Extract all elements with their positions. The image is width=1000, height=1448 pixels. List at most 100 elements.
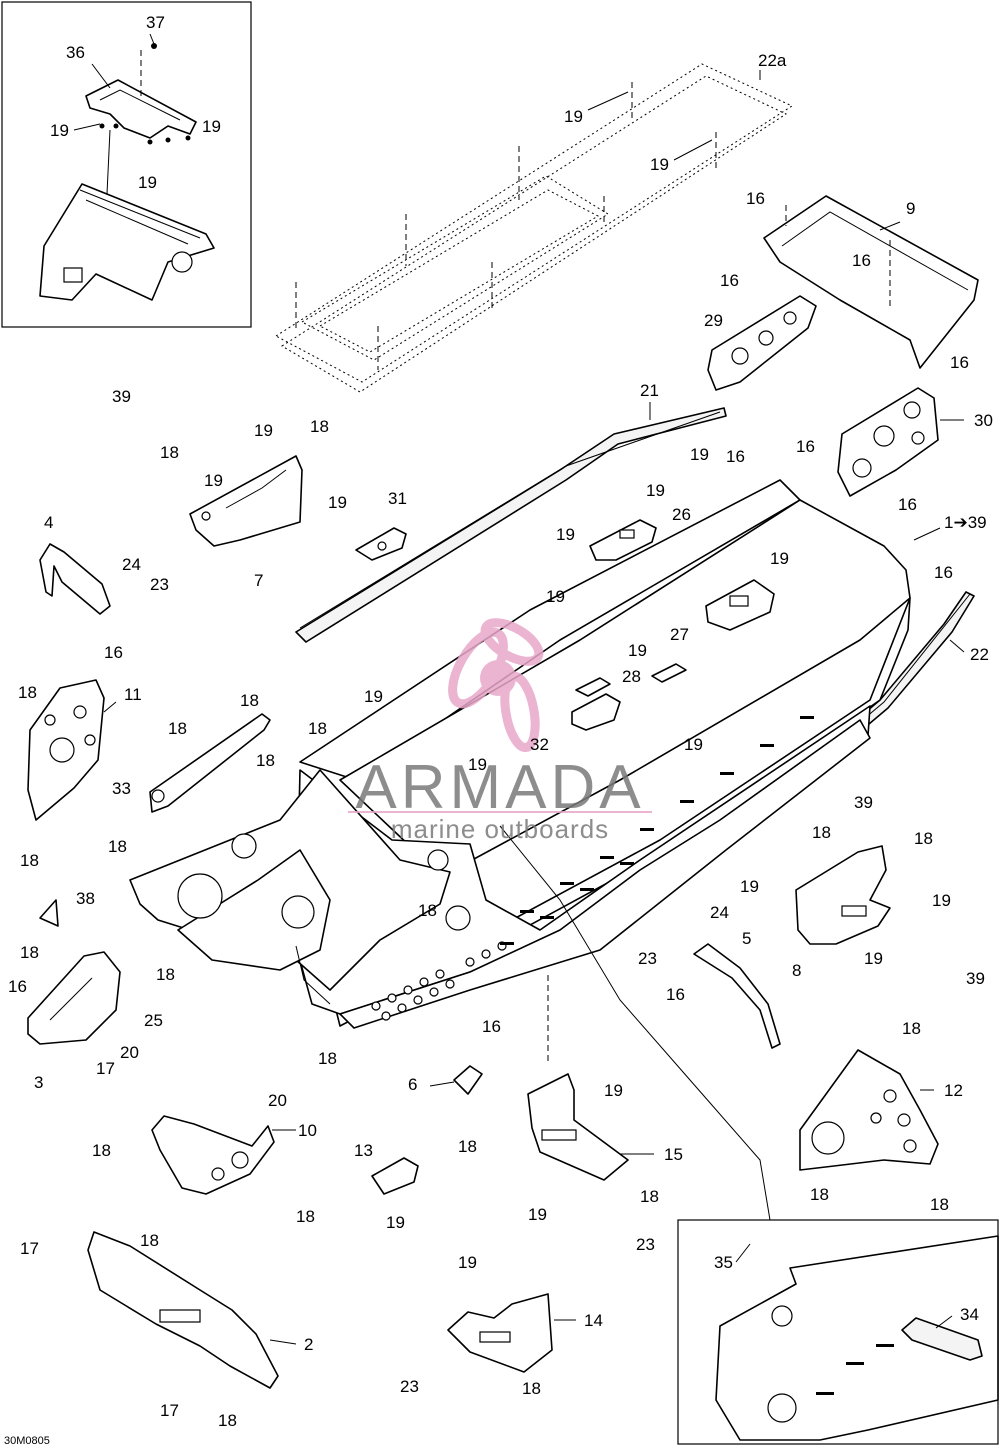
callout-19: 19: [138, 173, 157, 192]
callout-39: 39: [112, 387, 131, 406]
callout-18: 18: [92, 1141, 111, 1160]
callout-20: 20: [268, 1091, 287, 1110]
callout-29: 29: [704, 311, 723, 330]
callout-17: 17: [20, 1239, 39, 1258]
footrest-holes: [371, 941, 507, 1021]
plate-13: [371, 1157, 419, 1195]
callout-18: 18: [318, 1049, 337, 1068]
callout-16: 16: [8, 977, 27, 996]
callout-18: 18: [20, 943, 39, 962]
callout-18: 18: [930, 1195, 949, 1214]
callout-18: 18: [810, 1185, 829, 1204]
callout-19: 19: [364, 687, 383, 706]
cover-9: [763, 195, 979, 369]
callout-30: 30: [974, 411, 993, 430]
callout-16: 16: [746, 189, 765, 208]
callout-23: 23: [150, 575, 169, 594]
tube-5: [693, 943, 781, 1049]
callout-36: 36: [66, 43, 85, 62]
callout-3: 3: [34, 1073, 43, 1092]
callout-7: 7: [254, 571, 263, 590]
callout-19: 19: [690, 445, 709, 464]
callout-19: 19: [684, 735, 703, 754]
callout-35: 35: [714, 1253, 733, 1272]
bracket-31: [355, 527, 407, 561]
clip-38: [39, 899, 59, 927]
slide-rail-21: [295, 407, 727, 643]
callout-18: 18: [18, 683, 37, 702]
callout-19: 19: [202, 117, 221, 136]
callout-16: 16: [950, 353, 969, 372]
bracket-2: [87, 1231, 279, 1389]
bracket-15: [527, 1073, 629, 1181]
callout-19: 19: [650, 155, 669, 174]
callout-9: 9: [906, 199, 915, 218]
callout-18: 18: [296, 1207, 315, 1226]
callout-2: 2: [304, 1335, 313, 1354]
callout-22a: 22a: [758, 51, 787, 70]
callout-18: 18: [256, 751, 275, 770]
callout-19: 19: [770, 549, 789, 568]
callout-19: 19: [528, 1205, 547, 1224]
plate-12: [799, 1049, 939, 1171]
callout-19: 19: [546, 587, 565, 606]
callout-21: 21: [640, 381, 659, 400]
callout-16: 16: [852, 251, 871, 270]
bracket-10: [151, 1115, 275, 1195]
callout-18: 18: [218, 1411, 237, 1430]
watermark-tagline: marine outboards: [391, 814, 609, 844]
bracket-7: [189, 455, 303, 547]
callout-19: 19: [386, 1213, 405, 1232]
tunnel-top-panel-22a: [275, 63, 794, 393]
callout-23: 23: [636, 1235, 655, 1254]
callout-16: 16: [934, 563, 953, 582]
tunnel-slots: [500, 716, 814, 945]
callout-20: 20: [120, 1043, 139, 1062]
inset-bottom-right: [677, 1219, 999, 1445]
inset-top-left: [1, 1, 252, 328]
callout-1-to-39: 1➔39: [944, 513, 987, 532]
leader-lines: [73, 33, 965, 1345]
callout-18: 18: [522, 1379, 541, 1398]
callout-8: 8: [792, 961, 801, 980]
callout-6: 6: [408, 1075, 417, 1094]
callout-18: 18: [308, 719, 327, 738]
bracket-14: [447, 1293, 553, 1373]
callout-19: 19: [646, 481, 665, 500]
callout-23: 23: [638, 949, 657, 968]
callout-19: 19: [254, 421, 273, 440]
callout-16: 16: [796, 437, 815, 456]
callout-18: 18: [240, 691, 259, 710]
callout-18: 18: [640, 1187, 659, 1206]
bracket-33: [149, 713, 271, 813]
callout-19: 19: [740, 877, 759, 896]
callout-19: 19: [864, 949, 883, 968]
callout-labels: 3 7 36 19 19 19 22a 19 19 16 9 16 16 29 1…: [8, 13, 993, 1430]
callout-11: 11: [124, 685, 142, 704]
callout-10: 10: [298, 1121, 317, 1140]
callout-18: 18: [458, 1137, 477, 1156]
callout-19: 19: [932, 891, 951, 910]
bracket-8: [795, 845, 891, 945]
callout-15: 15: [664, 1145, 683, 1164]
callout-18: 18: [140, 1231, 159, 1250]
callout-39: 39: [854, 793, 873, 812]
callout-19: 19: [50, 121, 69, 140]
callout-17: 17: [160, 1401, 179, 1420]
callout-18: 18: [160, 443, 179, 462]
callout-38: 38: [76, 889, 95, 908]
callout-16: 16: [720, 271, 739, 290]
callout-28: 28: [622, 667, 641, 686]
callout-14: 14: [584, 1311, 603, 1330]
bracket-29: [707, 295, 817, 391]
callout-17: 17: [96, 1059, 115, 1078]
bracket-27: [705, 579, 775, 631]
callout-33: 33: [112, 779, 131, 798]
callout-18: 18: [108, 837, 127, 856]
callout-18: 18: [156, 965, 175, 984]
callout-18: 18: [20, 851, 39, 870]
callout-27: 27: [670, 625, 689, 644]
watermark: ARMADA marine outboards: [348, 618, 652, 844]
callout-12: 12: [944, 1081, 963, 1100]
